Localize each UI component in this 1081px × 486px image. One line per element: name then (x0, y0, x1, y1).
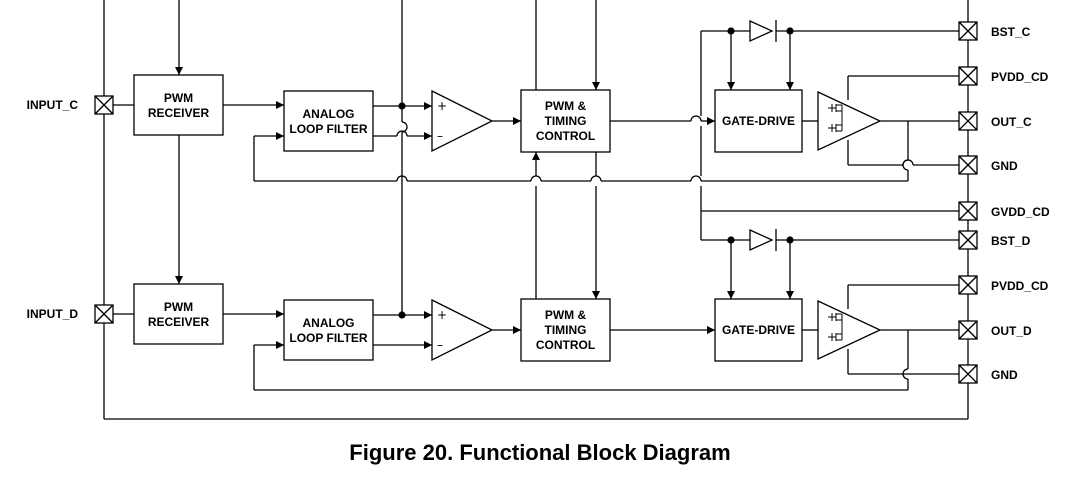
pin-label-out-d: OUT_D (991, 324, 1032, 338)
pin-input-d: INPUT_D (27, 304, 114, 324)
pin-label-out-c: OUT_C (991, 115, 1032, 129)
pin-label-gnd-top: GND (991, 159, 1018, 173)
comparator-d-plus: + (437, 308, 447, 322)
mosfet-icon (828, 313, 843, 341)
pwm-receiver-d-label-2: RECEIVER (148, 315, 210, 329)
pwm-receiver-d: PWM RECEIVER (133, 283, 224, 345)
bootstrap-diode-d (749, 228, 777, 252)
loop-filter-d-label-2: LOOP FILTER (289, 331, 368, 345)
pin-out-d: OUT_D (958, 320, 1032, 340)
pin-label-gnd-bottom: GND (991, 368, 1018, 382)
pin-label-gvdd-cd: GVDD_CD (991, 205, 1050, 219)
pwm-receiver-d-label-1: PWM (164, 300, 193, 314)
comparator-d-minus: – (437, 338, 443, 352)
pin-bst-d: BST_D (958, 230, 1031, 250)
loop-filter-c-label-1: ANALOG (303, 107, 355, 121)
pin-label-input-d: INPUT_D (27, 307, 79, 321)
pin-label-input-c: INPUT_C (27, 98, 79, 112)
timing-c-label-2: TIMING (545, 114, 587, 128)
gate-drive-c: GATE-DRIVE (714, 89, 803, 153)
comparator-c: + – (431, 89, 494, 153)
loop-filter-c-label-2: LOOP FILTER (289, 122, 368, 136)
junction-dots (398, 27, 794, 319)
comparator-d: + – (431, 298, 494, 362)
pin-gvdd-cd: GVDD_CD (958, 201, 1050, 221)
figure-caption: Figure 20. Functional Block Diagram (349, 440, 730, 465)
loop-filter-d-label-1: ANALOG (303, 316, 355, 330)
pin-pvdd-cd-bottom: PVDD_CD (958, 275, 1049, 295)
pin-label-bst-d: BST_D (991, 234, 1031, 248)
timing-d-label-1: PWM & (545, 308, 587, 322)
bootstrap-diode-c (749, 19, 777, 43)
pin-bst-c: BST_C (958, 21, 1031, 41)
pwm-timing-control-d: PWM & TIMING CONTROL (520, 298, 611, 362)
gate-drive-d: GATE-DRIVE (714, 298, 803, 362)
gate-drive-c-label: GATE-DRIVE (722, 114, 795, 128)
timing-d-label-2: TIMING (545, 323, 587, 337)
output-stage-d (817, 299, 882, 361)
gate-drive-d-label: GATE-DRIVE (722, 323, 795, 337)
pin-input-c: INPUT_C (27, 95, 114, 115)
timing-c-label-3: CONTROL (536, 129, 595, 143)
pin-label-pvdd-cd-bottom: PVDD_CD (991, 279, 1049, 293)
pwm-timing-control-c: PWM & TIMING CONTROL (520, 89, 611, 153)
comparator-c-minus: – (437, 129, 443, 143)
analog-loop-filter-d: ANALOG LOOP FILTER (283, 299, 374, 361)
timing-d-label-3: CONTROL (536, 338, 595, 352)
analog-loop-filter-c: ANALOG LOOP FILTER (283, 90, 374, 152)
comparator-c-plus: + (437, 99, 447, 113)
output-stage-c (817, 90, 882, 152)
pin-label-bst-c: BST_C (991, 25, 1031, 39)
pwm-receiver-c-label-1: PWM (164, 91, 193, 105)
pin-gnd-top: GND (958, 155, 1018, 175)
pwm-receiver-c: PWM RECEIVER (133, 74, 224, 136)
pwm-receiver-c-label-2: RECEIVER (148, 106, 210, 120)
pin-label-pvdd-cd-top: PVDD_CD (991, 70, 1049, 84)
pin-out-c: OUT_C (958, 111, 1032, 131)
pin-pvdd-cd-top: PVDD_CD (958, 66, 1049, 86)
pin-gnd-bottom: GND (958, 364, 1018, 384)
timing-c-label-1: PWM & (545, 99, 587, 113)
mosfet-icon (828, 104, 843, 132)
